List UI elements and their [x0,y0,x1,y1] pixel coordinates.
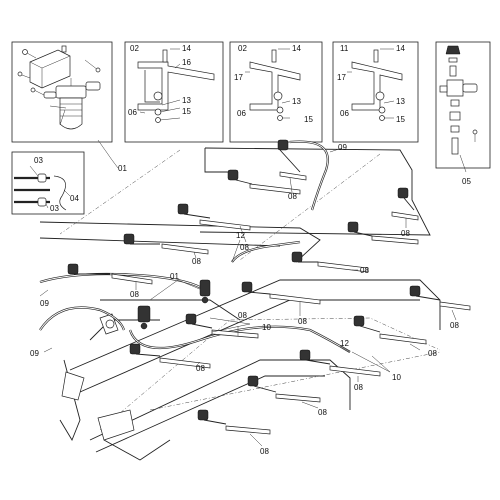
nozzle-15 [129,343,211,369]
boom-frame [39,147,441,461]
callout-08: 08 [450,321,459,330]
nozzle-17 [247,375,321,403]
callout-08: 08 [196,364,205,373]
callout-02: 02 [238,44,247,53]
callout-01-filter: 01 [118,164,127,173]
detail-box-filter-assembly [11,41,119,169]
callout-08: 08 [428,349,437,358]
detail-box-nozzle [435,41,491,173]
nozzle-5 [347,221,419,245]
callout-13: 13 [396,97,405,106]
main-callouts: 09 08 08 08 08 08 08 08 08 08 08 08 08 0… [30,143,459,456]
nozzle-assemblies[interactable] [67,139,471,435]
callout-03: 03 [50,204,59,213]
callout-02: 02 [130,44,139,53]
callout-09: 09 [30,349,39,358]
callout-14: 14 [396,44,405,53]
leader-lines [39,147,457,447]
callout-09: 09 [40,299,49,308]
callout-04: 04 [70,194,79,203]
callout-08: 08 [192,257,201,266]
callout-14: 14 [182,44,191,53]
nozzle-9 [241,281,321,305]
callout-16: 16 [182,58,191,67]
nozzle-11 [199,279,211,304]
nozzle-16 [299,349,381,377]
callout-17: 17 [234,73,243,82]
detail-box-bracket-4 [332,41,419,143]
callout-13: 13 [182,96,191,105]
callout-03: 03 [34,156,43,165]
callout-06: 06 [340,109,349,118]
callout-08: 08 [240,243,249,252]
callout-15: 15 [304,115,313,124]
nozzle-3 [391,187,419,221]
boom-hoses [39,140,351,353]
callout-01: 01 [170,272,179,281]
callout-08: 08 [260,447,269,456]
callout-08: 08 [130,290,139,299]
detail-box-hose-clamp [11,151,85,215]
callout-15: 15 [396,115,405,124]
callout-17: 17 [337,73,346,82]
nozzle-7 [291,251,369,273]
callout-14: 14 [292,44,301,53]
callout-05-nozzle: 05 [462,177,471,186]
callout-08: 08 [318,408,327,417]
callout-08: 08 [360,266,369,275]
callout-12: 12 [340,339,349,348]
callout-08: 08 [288,192,297,201]
nozzle-18 [197,409,271,435]
callout-10: 10 [262,323,271,332]
callout-06: 06 [237,109,246,118]
nozzle-14 [353,315,427,345]
nozzle-1 [277,139,307,181]
detail-box-bracket-3 [229,41,323,143]
nozzle-13 [185,313,259,339]
detail-box-bracket-2 [124,41,224,143]
callout-11: 11 [340,44,349,53]
callout-08: 08 [401,229,410,238]
callout-08: 08 [298,317,307,326]
callout-06: 06 [128,108,137,117]
callout-08: 08 [354,383,363,392]
callout-09: 09 [338,143,347,152]
nozzle-12 [137,305,151,330]
nozzle-10 [409,285,471,311]
nozzle-6 [123,233,209,255]
nozzle-2 [227,169,301,195]
callout-12: 12 [236,231,245,240]
nozzle-4 [177,203,251,231]
callout-10: 10 [392,373,401,382]
callout-13: 13 [292,97,301,106]
nozzle-8 [67,263,153,285]
callout-08: 08 [238,311,247,320]
callout-15: 15 [182,107,191,116]
